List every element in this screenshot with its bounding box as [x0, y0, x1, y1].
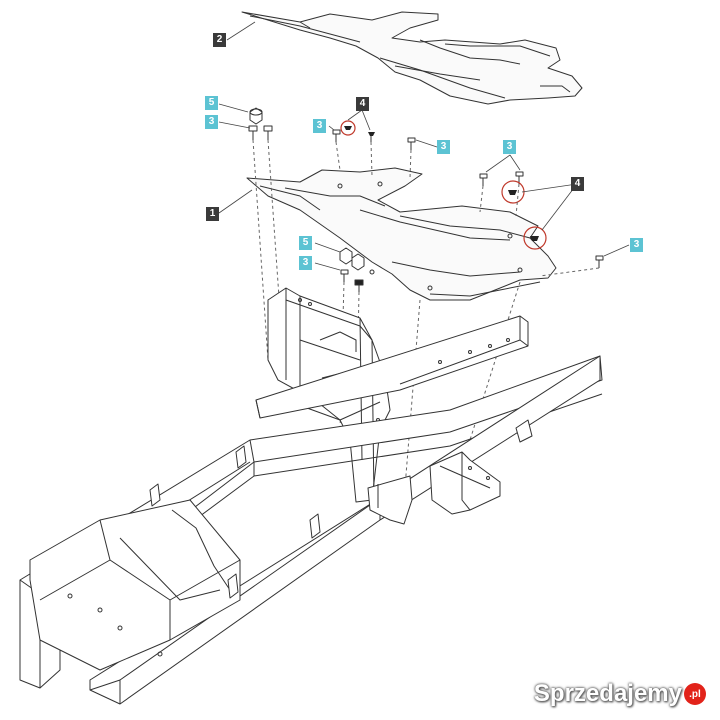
callout-part-5-lower: 5 [299, 236, 312, 250]
front-cross-box [29, 499, 241, 671]
rail-studs [149, 419, 533, 599]
callout-part-2: 2 [213, 33, 226, 47]
callout-part-4-upper: 4 [356, 97, 369, 111]
fastener-bolt-right-1 [407, 137, 416, 150]
fastener-bolt-right-2 [479, 171, 524, 186]
callout-part-1: 1 [206, 207, 219, 221]
fastener-bolt-upper-left [248, 125, 273, 140]
fastener-nut-upper [249, 107, 263, 125]
watermark-text: Sprzedajemy [533, 680, 682, 707]
frame-rail-upper [89, 355, 601, 705]
callout-part-3-far-right: 3 [630, 238, 643, 252]
front-tab-bracket [367, 475, 413, 525]
watermark-pl-badge: .pl [684, 683, 706, 705]
fastener-nut-lower [339, 247, 365, 271]
callout-part-3-upper-left: 3 [205, 115, 218, 129]
frame-rail-right [255, 315, 529, 419]
fastener-bolt-far-right [595, 255, 604, 268]
sprzedajemy-watermark: Sprzedajemy .pl [534, 680, 706, 708]
callout-part-3-upper-mid: 3 [313, 119, 326, 133]
top-cover-plate [241, 11, 583, 105]
fastener-bolt-circled-1 [332, 120, 375, 142]
callout-part-3-right: 3 [503, 140, 516, 154]
fastener-bolt-circled-2 [501, 180, 547, 250]
callout-part-5-upper: 5 [205, 96, 218, 110]
callout-part-3-lower: 3 [299, 256, 312, 270]
leader-lines [218, 21, 630, 271]
callout-part-4-right: 4 [571, 177, 584, 191]
rear-side-bracket [429, 451, 501, 515]
fastener-bolt-lower [340, 269, 364, 292]
lower-cover-plate [246, 167, 557, 301]
callout-part-3-upper-right: 3 [437, 140, 450, 154]
